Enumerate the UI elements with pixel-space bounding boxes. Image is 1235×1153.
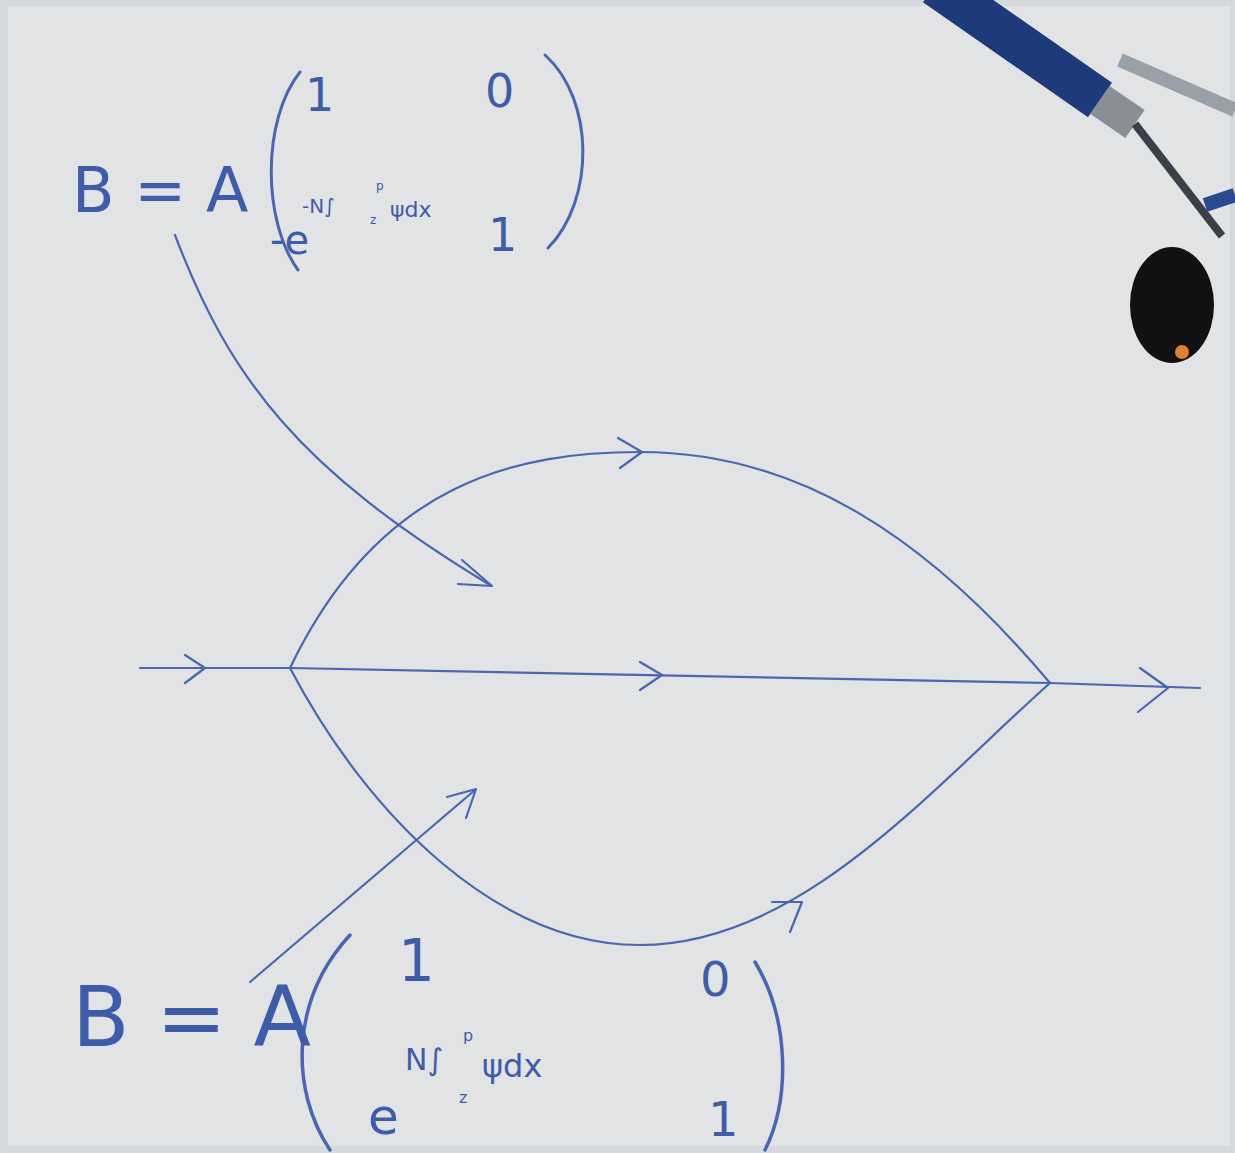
formula-text: B = A [72,160,248,222]
integral-limit: z [459,1090,467,1106]
matrix-bracket [755,962,783,1150]
matrix-entry: 1 [708,1095,739,1143]
integral-limit: p [463,1028,473,1044]
matrix-entry: 0 [700,955,731,1003]
notebook-spiral [1120,60,1235,110]
matrix-entry: 1 [488,212,517,258]
pen-grip [1100,100,1135,124]
ink-blot [1130,247,1214,363]
pen-barrel [935,0,1100,100]
matrix-bracket [545,55,583,248]
pen-cap [1205,195,1235,205]
arrowhead [618,438,642,468]
lower-lens-contour [290,668,1050,945]
integrand: ψdx [390,199,432,221]
pen-tip [1135,124,1222,236]
arrowhead [640,662,662,690]
arrowhead [772,902,802,932]
matrix-entry: 1 [305,72,334,118]
highlight [1175,345,1189,359]
exponent: -N∫ [302,196,335,216]
exponent: N∫ [405,1045,443,1075]
upper-lens-contour [290,452,1050,683]
exponential-base: -e [270,220,309,260]
arrowhead [447,789,476,818]
paper [8,6,1230,1146]
pen [935,0,1235,236]
integrand: ψdx [482,1050,542,1082]
integral-limit: z [370,214,376,226]
formula-text: B = A [72,975,311,1059]
integral-limit: p [376,180,384,192]
leader-line [175,235,490,585]
arrowhead [185,655,205,683]
matrix-entry: 1 [398,932,435,990]
arrowhead [1138,668,1168,712]
exponential-base: e [368,1092,399,1142]
matrix-entry: 0 [485,68,514,114]
leader-line [250,790,475,982]
arrowhead [458,560,492,586]
